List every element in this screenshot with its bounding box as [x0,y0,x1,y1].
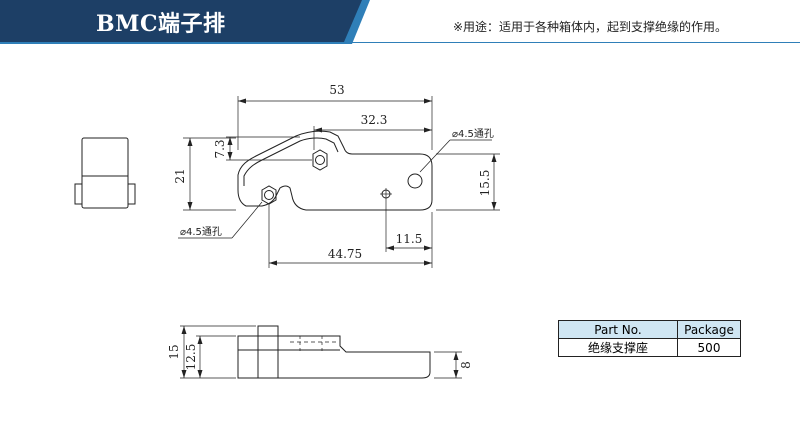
top-view-outline [237,130,433,211]
dim-right-offset: 11.5 [396,232,423,246]
usage-note: ※用途：适用于各种箱体内，起到支撑绝缘的作用。 [453,20,728,34]
dim-overall-height: 21 [173,168,187,183]
dim-through-hole-bottom: ⌀4.5通孔 [180,226,222,238]
cell-package-qty: 500 [677,338,741,357]
dimension-lines-top [178,96,500,268]
dim-hole-offset: 32.3 [361,113,388,127]
header-banner [0,0,800,44]
header-part-no: Part No. [558,320,678,339]
side-view-small [74,137,136,209]
dim-side-inner-height: 12.5 [184,344,198,371]
dim-right-height: 15.5 [478,170,492,197]
header-package: Package [677,320,741,339]
dim-through-hole-top: ⌀4.5通孔 [452,128,494,140]
side-view-bottom [237,325,431,379]
dim-bottom-width: 44.75 [328,247,362,261]
dim-overall-width: 53 [329,83,344,97]
table-row: 绝缘支撑座 500 [558,338,741,357]
page-title: BMC端子排 [96,11,226,37]
cell-part-name: 绝缘支撑座 [558,338,678,357]
parts-table: Part No. Package 绝缘支撑座 500 [558,320,741,357]
dim-base-height: 8 [459,361,473,369]
dim-side-height: 15 [167,344,181,359]
dim-hole-vertical: 7.3 [213,139,227,158]
parts-table-header-row: Part No. Package [558,320,741,339]
